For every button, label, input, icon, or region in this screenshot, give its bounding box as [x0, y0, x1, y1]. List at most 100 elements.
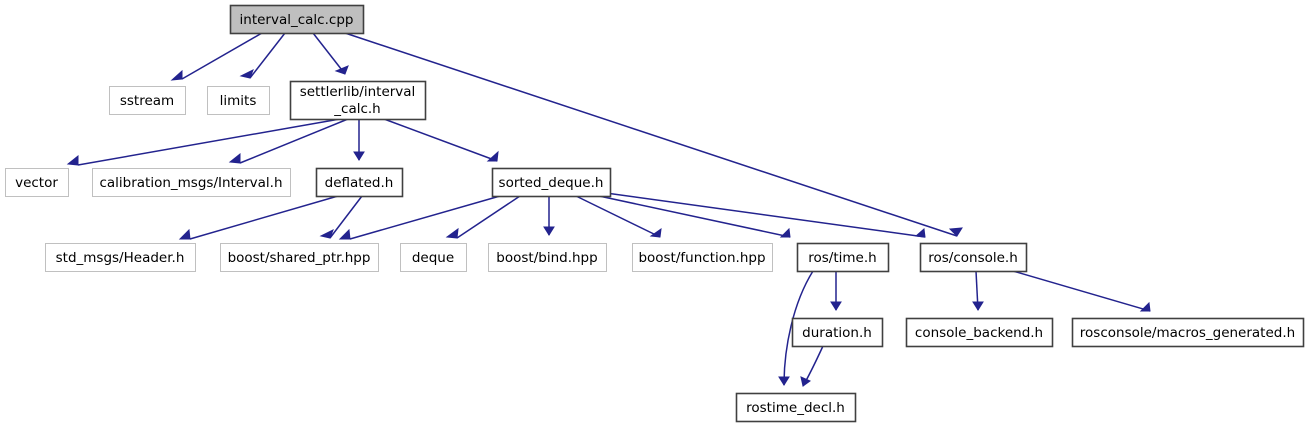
- node-box[interactable]: [919, 242, 1028, 273]
- node-box[interactable]: [1071, 317, 1305, 348]
- edge-interval_calc_cpp-to-sstream: [170, 32, 263, 81]
- node-interval_calc_cpp[interactable]: interval_calc.cpp: [229, 4, 365, 35]
- node-deflated_h[interactable]: deflated.h: [315, 167, 404, 198]
- node-box[interactable]: [488, 243, 607, 272]
- node-box[interactable]: [632, 243, 773, 272]
- edge-sorted_deque_h-to-boost_bind_hpp: [543, 196, 555, 236]
- node-label: rostime_decl.h: [746, 400, 845, 416]
- node-ros_console_h[interactable]: ros/console.h: [919, 242, 1028, 273]
- edge-sorted_deque_h-to-boost_shared_ptr_hpp: [338, 195, 501, 240]
- node-box[interactable]: [735, 392, 857, 423]
- arrowhead: [66, 154, 79, 166]
- node-box[interactable]: [92, 168, 291, 197]
- edge-sorted_deque_h-to-ros_console_h: [605, 192, 926, 238]
- node-label: vector: [15, 175, 58, 191]
- node-box[interactable]: [796, 242, 890, 273]
- arrowhead: [353, 151, 365, 161]
- node-box[interactable]: [791, 317, 884, 348]
- node-label: boost/shared_ptr.hpp: [228, 250, 371, 266]
- node-sstream[interactable]: sstream: [109, 86, 186, 115]
- node-duration_h[interactable]: duration.h: [791, 317, 884, 348]
- edge-settlerlib_interval_calc_h-to-deflated_h: [353, 119, 365, 161]
- arrowhead: [178, 228, 191, 240]
- arrowhead: [445, 227, 459, 239]
- node-label: boost/bind.hpp: [496, 250, 597, 266]
- node-settlerlib_interval_calc_h[interactable]: settlerlib/interval_calc.h: [289, 80, 427, 121]
- node-rostime_decl_h[interactable]: rostime_decl.h: [735, 392, 857, 423]
- node-label: ros/time.h: [808, 250, 876, 266]
- edge-sorted_deque_h-to-boost_function_hpp: [575, 195, 662, 238]
- node-rosconsole_macros_generated_h[interactable]: rosconsole/macros_generated.h: [1071, 317, 1305, 348]
- node-label: duration.h: [802, 325, 872, 341]
- node-boost_bind_hpp[interactable]: boost/bind.hpp: [488, 243, 607, 272]
- node-sorted_deque_h[interactable]: sorted_deque.h: [491, 167, 612, 198]
- node-boost_function_hpp[interactable]: boost/function.hpp: [632, 243, 773, 272]
- node-box[interactable]: [207, 86, 270, 115]
- node-label: deque: [412, 250, 454, 266]
- node-box[interactable]: [905, 317, 1054, 348]
- node-label: sorted_deque.h: [499, 175, 604, 191]
- node-label: boost/function.hpp: [638, 250, 765, 266]
- node-ros_time_h[interactable]: ros/time.h: [796, 242, 890, 273]
- node-std_msgs_Header_h[interactable]: std_msgs/Header.h: [45, 243, 196, 272]
- node-box[interactable]: [109, 86, 186, 115]
- edge-layer: [66, 32, 1151, 387]
- edge-sorted_deque_h-to-deque: [445, 195, 521, 239]
- node-box[interactable]: [220, 243, 379, 272]
- arrowhead: [1139, 301, 1151, 312]
- edge-duration_h-to-rostime_decl_h: [800, 345, 824, 387]
- node-box[interactable]: [400, 243, 467, 272]
- node-label: settlerlib/interval: [300, 84, 416, 100]
- node-label-line2: _calc.h: [333, 101, 380, 117]
- arrowhead: [486, 150, 499, 162]
- node-label: std_msgs/Header.h: [56, 250, 185, 266]
- node-calibration_msgs_Interval_h[interactable]: calibration_msgs/Interval.h: [92, 168, 291, 197]
- arrowhead: [948, 227, 963, 237]
- node-label: deflated.h: [325, 175, 394, 191]
- edge-deflated_h-to-boost_shared_ptr_hpp: [319, 195, 363, 239]
- arrowhead: [239, 68, 254, 79]
- node-limits[interactable]: limits: [207, 86, 270, 115]
- arrowhead: [543, 226, 555, 236]
- node-label: rosconsole/macros_generated.h: [1080, 325, 1295, 341]
- edge-settlerlib_interval_calc_h-to-calibration_msgs_Interval_h: [228, 118, 349, 164]
- edge-sorted_deque_h-to-ros_time_h: [598, 195, 791, 238]
- edge-settlerlib_interval_calc_h-to-vector: [66, 118, 341, 166]
- arrowhead: [800, 376, 812, 387]
- edge-interval_calc_cpp-to-settlerlib_interval_calc_h: [312, 32, 349, 75]
- edge-ros_console_h-to-rosconsole_macros_generated_h: [1012, 270, 1151, 312]
- node-box[interactable]: [5, 168, 69, 197]
- node-box[interactable]: [315, 167, 404, 198]
- arrowhead: [334, 65, 349, 75]
- arrowhead: [914, 228, 926, 238]
- arrowhead: [170, 69, 183, 81]
- arrowhead: [972, 301, 984, 311]
- edge-ros_time_h-to-duration_h: [830, 271, 842, 311]
- node-vector[interactable]: vector: [5, 168, 69, 197]
- edge-ros_console_h-to-console_backend_h: [972, 270, 984, 311]
- node-boost_shared_ptr_hpp[interactable]: boost/shared_ptr.hpp: [220, 243, 379, 272]
- node-console_backend_h[interactable]: console_backend.h: [905, 317, 1054, 348]
- edge-settlerlib_interval_calc_h-to-sorted_deque_h: [383, 118, 499, 162]
- node-box[interactable]: [45, 243, 196, 272]
- arrowhead: [779, 227, 791, 238]
- node-label: calibration_msgs/Interval.h: [99, 175, 282, 191]
- node-label: console_backend.h: [915, 325, 1043, 341]
- node-box[interactable]: [229, 4, 365, 35]
- arrowhead: [228, 152, 241, 164]
- node-box[interactable]: [491, 167, 612, 198]
- node-box[interactable]: [289, 80, 427, 121]
- edge-interval_calc_cpp-to-limits: [239, 32, 286, 79]
- node-label: interval_calc.cpp: [240, 12, 354, 28]
- node-label: sstream: [120, 93, 174, 109]
- node-deque[interactable]: deque: [400, 243, 467, 272]
- node-label: ros/console.h: [928, 250, 1018, 266]
- arrowhead: [338, 228, 351, 240]
- arrowhead: [649, 227, 662, 238]
- arrowhead: [319, 228, 334, 239]
- edge-ros_time_h-to-rostime_decl_h: [778, 270, 814, 386]
- arrowhead: [830, 301, 842, 311]
